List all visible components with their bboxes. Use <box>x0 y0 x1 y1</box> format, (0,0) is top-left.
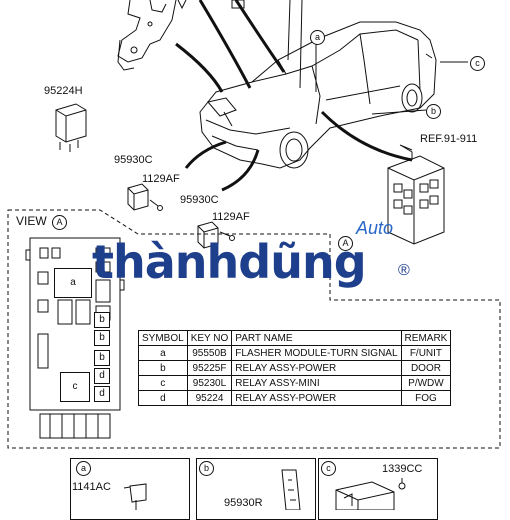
cell-key: 95225F <box>186 360 233 376</box>
leader-arcs <box>175 0 413 192</box>
cell-remark: DOOR <box>400 360 452 376</box>
view-title-letter: A <box>52 215 67 230</box>
table-row: b 95225F RELAY ASSY-POWER DOOR <box>138 360 452 376</box>
junction-block-drawing <box>387 145 445 245</box>
relay-slot-a: a <box>54 268 92 298</box>
relay-slot-b0: b <box>94 312 110 328</box>
detail-box-b <box>196 458 316 520</box>
relay-slot-b2: b <box>94 350 110 366</box>
car-drawing <box>199 21 437 169</box>
callout-leaders <box>315 36 468 151</box>
detail-c-letter: c <box>321 461 336 476</box>
relay-slot-d2: d <box>94 386 110 402</box>
cell-remark: F/UNIT <box>400 345 452 361</box>
cell-remark: FOG <box>400 390 452 406</box>
watermark-registered: ® <box>398 262 410 279</box>
header-symbol: SYMBOL <box>138 330 188 346</box>
relay-box-outline <box>25 237 125 439</box>
cell-key: 95224 <box>186 390 233 406</box>
relay-95224H-drawing <box>55 103 87 152</box>
cell-remark: P/WDW <box>400 375 452 391</box>
chassis-bracket <box>117 0 187 71</box>
label-95224H: 95224H <box>44 85 83 97</box>
watermark-auto: Auto <box>356 218 394 238</box>
cell-name: RELAY ASSY-POWER <box>231 390 402 406</box>
view-arrow-a: A <box>338 236 353 251</box>
cell-name: FLASHER MODULE-TURN SIGNAL <box>231 345 402 361</box>
cell-key: 95550B <box>186 345 233 361</box>
view-a-frame <box>7 209 501 449</box>
table-row: c 95230L RELAY ASSY-MINI P/WDW <box>138 375 452 391</box>
view-title: VIEW <box>16 214 47 228</box>
cell-key: 95230L <box>186 375 233 391</box>
flasher-relay-left-drawing <box>127 183 163 211</box>
flasher-relay-center-drawing <box>197 221 235 249</box>
header-remark: REMARK <box>400 330 452 346</box>
table-header-row: SYMBOL KEY NO PART NAME REMARK <box>138 330 452 346</box>
detail-b-part: 95930R <box>224 497 263 509</box>
cell-symbol: a <box>138 345 188 361</box>
cell-symbol: b <box>138 360 188 376</box>
relay-slot-d1: d <box>94 368 110 384</box>
callout-c: c <box>470 56 485 71</box>
label-ref: REF.91-911 <box>420 133 478 145</box>
parts-table: SYMBOL KEY NO PART NAME REMARK a 95550B … <box>138 330 452 406</box>
callout-a: a <box>310 30 325 45</box>
top-connector-part <box>231 0 303 89</box>
detail-c-part: 1339CC <box>382 463 423 475</box>
cell-symbol: d <box>138 390 188 406</box>
cell-symbol: c <box>138 375 188 391</box>
label-1129AF-center: 1129AF <box>212 211 250 223</box>
label-1129AF-left: 1129AF <box>142 173 180 185</box>
detail-a-letter: a <box>76 461 91 476</box>
relay-slot-b1: b <box>94 330 110 346</box>
cell-name: RELAY ASSY-POWER <box>231 360 402 376</box>
watermark-brand: thànhdũng <box>92 235 367 289</box>
detail-b-letter: b <box>199 461 214 476</box>
cell-name: RELAY ASSY-MINI <box>231 375 402 391</box>
relay-slot-c: c <box>60 372 90 402</box>
label-95930C-left: 95930C <box>114 154 153 166</box>
callout-b: b <box>426 104 441 119</box>
header-key-no: KEY NO <box>186 330 233 346</box>
table-row: a 95550B FLASHER MODULE-TURN SIGNAL F/UN… <box>138 345 452 361</box>
detail-a-part: 1141AC <box>72 481 111 493</box>
table-row: d 95224 RELAY ASSY-POWER FOG <box>138 390 452 406</box>
label-95930C-center: 95930C <box>180 194 219 206</box>
header-part-name: PART NAME <box>231 330 402 346</box>
